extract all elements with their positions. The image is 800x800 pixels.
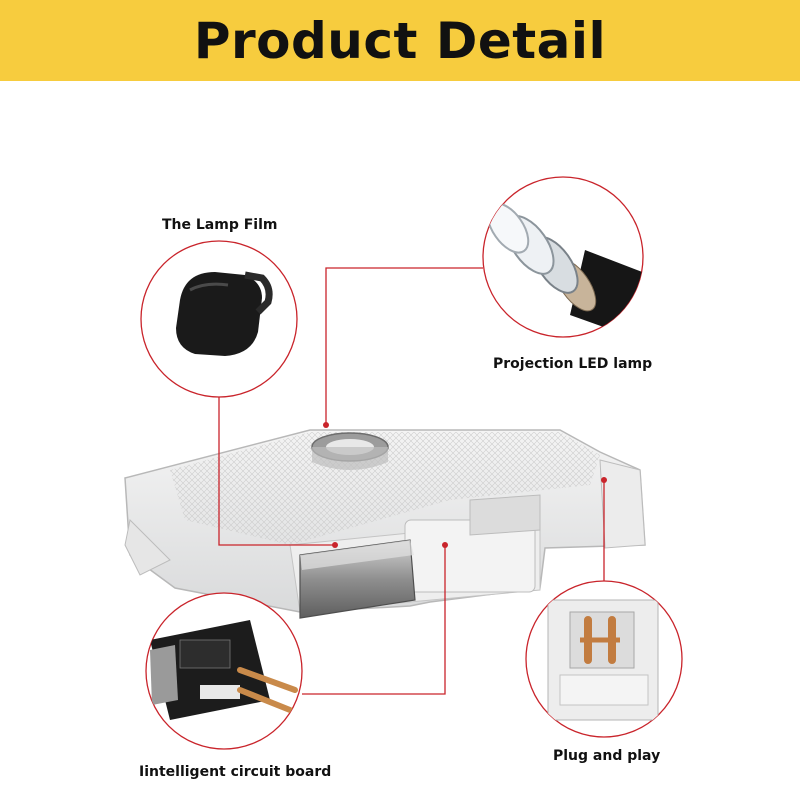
metal-module — [299, 539, 416, 619]
lamp-film-label: The Lamp Film — [162, 217, 278, 233]
lamp-film-callout — [140, 240, 298, 398]
projection-led-label: Projection LED lamp — [493, 356, 653, 372]
callout-lines — [218, 267, 605, 695]
page-title: Product Detail — [193, 11, 607, 70]
callout-dots — [323, 422, 607, 548]
plug-and-play-label: Plug and play — [553, 748, 661, 764]
circuit-board-label: Iintelligent circuit board — [139, 764, 332, 780]
circuit-board-callout — [145, 592, 303, 750]
plug-and-play-callout — [525, 580, 683, 738]
led-lamp-callout — [482, 176, 644, 338]
lamp-housing — [124, 429, 646, 613]
header-banner: Product Detail — [0, 0, 800, 81]
